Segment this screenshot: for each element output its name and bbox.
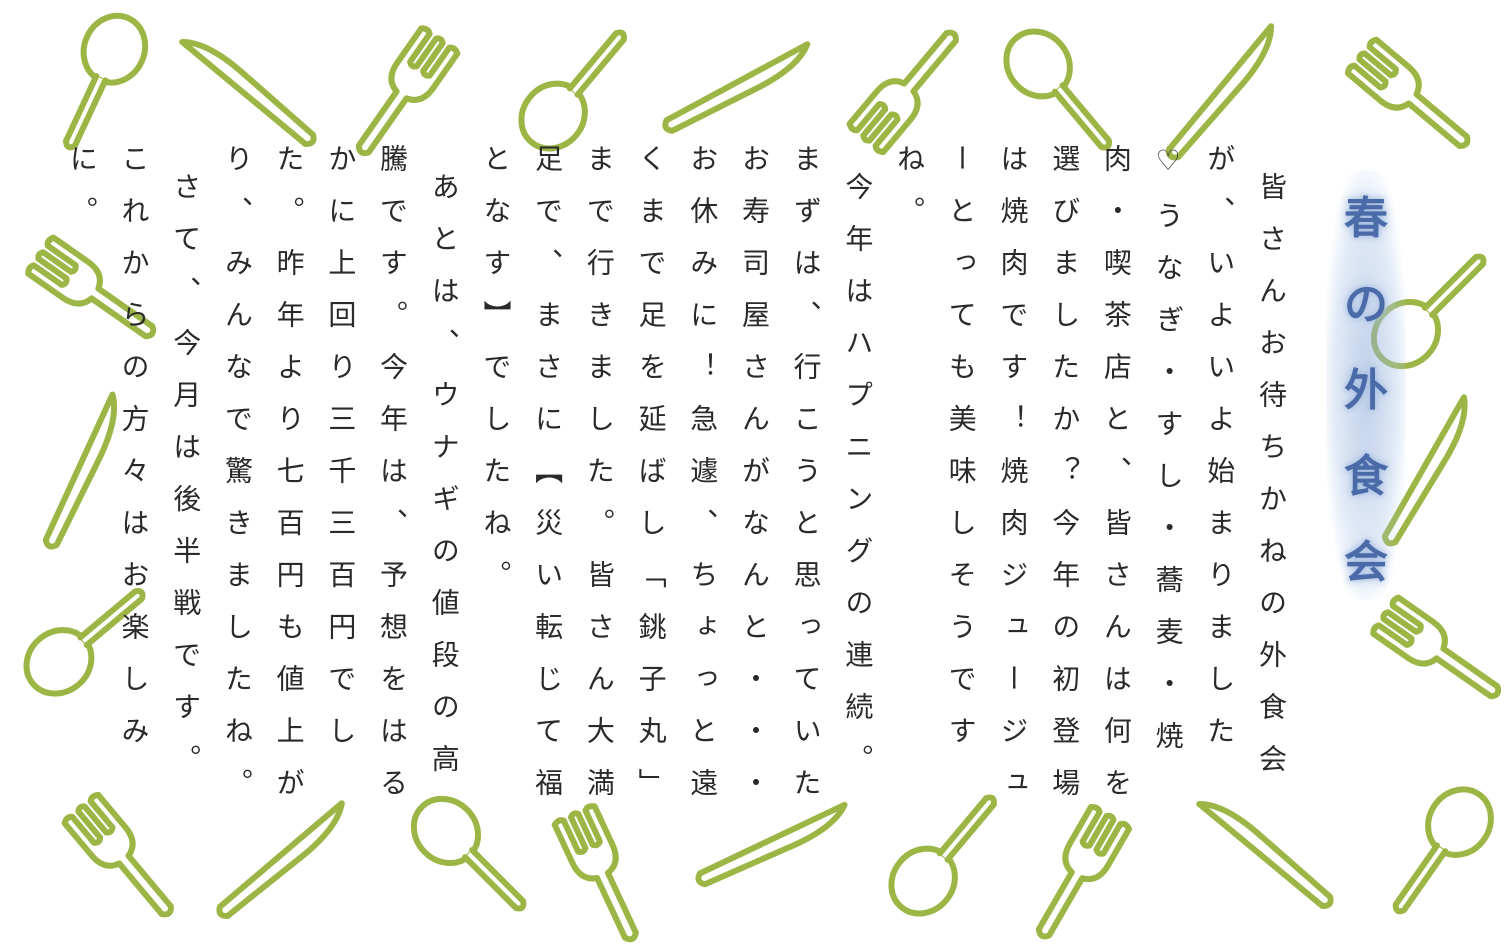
title-char: 会: [1344, 537, 1388, 588]
title-char: 外: [1344, 365, 1388, 416]
knife-icon: [663, 44, 815, 134]
fork-icon: [1372, 596, 1510, 711]
knife-icon: [1166, 26, 1283, 161]
spoon-icon: [1373, 777, 1504, 928]
article-paragraph: 皆さんお待ちかねの外食会が、いよいよ始まりました♡うなぎ・すし・蕎麦・焼肉・喫茶…: [893, 144, 1288, 820]
fork-icon: [1346, 38, 1480, 160]
page-title: 春 の 外 食 会: [1335, 182, 1397, 600]
title-glow: [1326, 170, 1406, 600]
article-paragraph: 今年はハプニングの連続。まずは、行こうと思っていたお寿司屋さんがなんと・・・お休…: [479, 144, 875, 820]
knife-icon: [182, 30, 317, 147]
spoon-icon: [42, 6, 156, 160]
fork-icon: [554, 805, 652, 944]
article-paragraph: あとは、ウナギの値段の高騰です。今年は、予想をはるかに上回り三千三百円でした。昨…: [220, 144, 461, 820]
fork-icon: [1023, 805, 1130, 944]
title-char: 春: [1344, 193, 1388, 244]
article-paragraph: さて、今月は後半戦です。これからの方々はお楽しみに。: [65, 144, 203, 796]
spoon-icon: [508, 14, 645, 161]
fork-icon: [848, 20, 970, 154]
article-body: 皆さんお待ちかねの外食会が、いよいよ始まりました♡うなぎ・すし・蕎麦・焼肉・喫茶…: [56, 144, 1297, 824]
title-char: 食: [1344, 451, 1388, 502]
title-char: の: [1344, 279, 1388, 330]
